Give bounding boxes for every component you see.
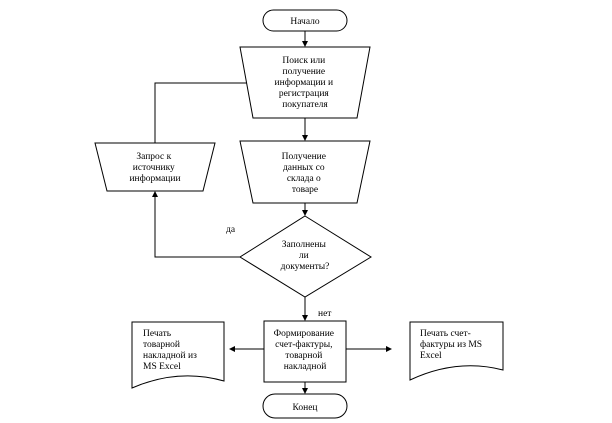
print-waybill-label: Печать товарной накладной из MS Excel bbox=[143, 329, 199, 372]
edge-decision-to-request bbox=[154, 196, 240, 258]
start-label: Начало bbox=[290, 17, 320, 27]
edge-request-to-search bbox=[154, 82, 248, 143]
arrowhead bbox=[152, 191, 158, 197]
form-node bbox=[263, 320, 347, 383]
end-label: Конец bbox=[293, 403, 318, 413]
arrowhead bbox=[302, 388, 308, 394]
end-terminal bbox=[262, 393, 348, 419]
print-invoice-document bbox=[409, 321, 504, 381]
decision-node bbox=[239, 215, 372, 298]
decision-label: Заполнены ли документы? bbox=[281, 240, 330, 272]
arrowhead bbox=[229, 346, 235, 352]
arrowhead bbox=[386, 346, 392, 352]
print-waybill-document bbox=[131, 321, 225, 389]
no-edge-label: нет bbox=[318, 309, 332, 319]
arrowhead bbox=[302, 210, 308, 216]
receive-label: Получение данных со склада о товаре bbox=[282, 152, 329, 195]
print-invoice-label: Печать счет- фактуры из MS Excel bbox=[420, 329, 484, 361]
receive-node bbox=[239, 140, 371, 204]
request-node bbox=[94, 142, 216, 192]
arrowhead bbox=[302, 41, 308, 47]
search-node bbox=[239, 46, 371, 119]
arrowhead bbox=[302, 315, 308, 321]
arrowhead bbox=[302, 135, 308, 141]
yes-edge-label: да bbox=[226, 225, 236, 235]
search-label: Поиск или получение информации и регистр… bbox=[275, 56, 336, 110]
request-label: Запрос к источнику информации bbox=[129, 152, 180, 184]
connectors bbox=[152, 31, 392, 394]
form-label: Формирование счет-фактуры, товарной накл… bbox=[274, 329, 337, 372]
start-terminal bbox=[262, 9, 348, 32]
